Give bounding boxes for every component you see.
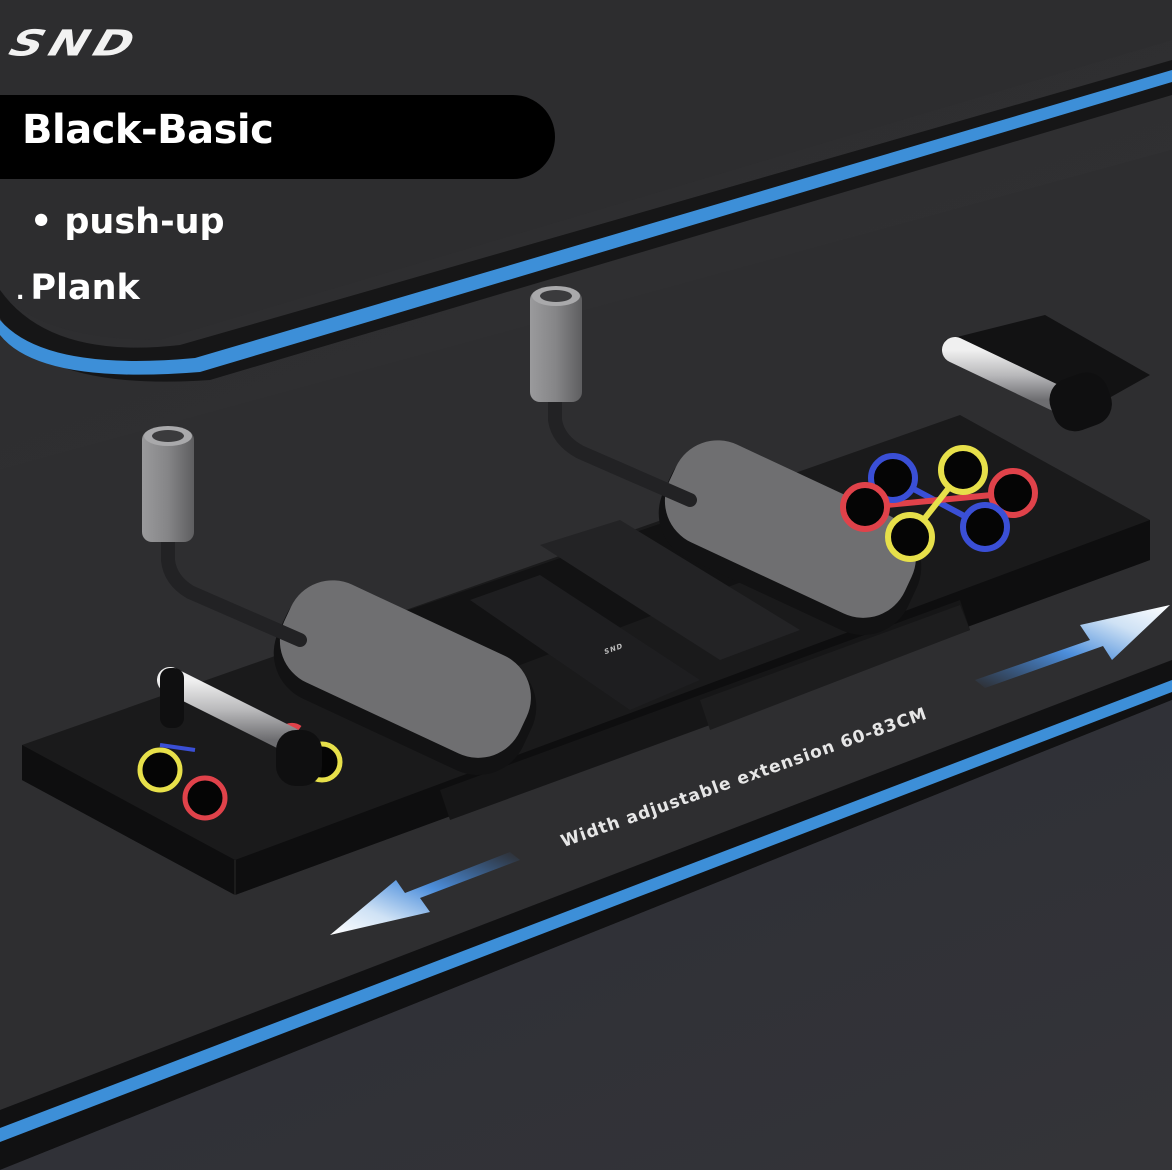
- right-vertical-handle: [530, 286, 697, 507]
- variant-title: Black-Basic: [22, 107, 274, 153]
- variant-title-banner: [0, 95, 555, 179]
- detached-bar-handle: [942, 315, 1150, 432]
- upper-mat-edge: [0, 60, 1172, 382]
- left-vertical-handle: [142, 426, 307, 647]
- upper-mat: [0, 0, 1172, 340]
- floor: [0, 700, 1172, 1170]
- bullet-icon: •: [30, 202, 53, 242]
- right-color-holes: [840, 445, 1038, 562]
- feature-label: push-up: [64, 202, 225, 242]
- lower-accent-stripe: [0, 680, 1172, 1142]
- extension-arrow-left-icon: [330, 852, 520, 935]
- center-slider: [470, 520, 800, 710]
- right-hand-pad: [658, 440, 922, 635]
- left-bar-handle: [157, 667, 322, 786]
- bullet-icon: .: [16, 280, 25, 305]
- left-hand-pad: [273, 580, 537, 775]
- feature-item-pushup: • push-up: [30, 202, 225, 242]
- feature-item-plank: .Plank: [16, 268, 140, 313]
- brand-logo: SND: [4, 22, 146, 65]
- extension-arrow-right-icon: [975, 605, 1170, 688]
- feature-label: Plank: [30, 268, 140, 308]
